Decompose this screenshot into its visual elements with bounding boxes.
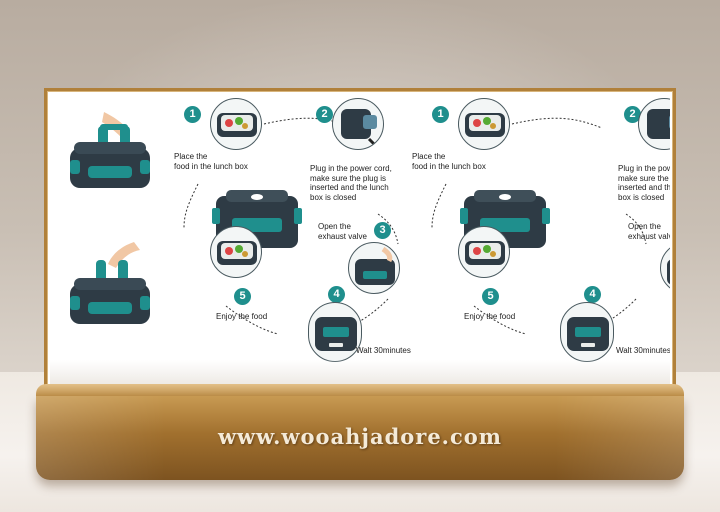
step-5-image — [210, 226, 262, 278]
step-4-caption: Walt 30minutes — [616, 346, 670, 355]
step-1-image — [458, 98, 510, 150]
lunch-box-photo-top — [64, 112, 154, 202]
step-2-caption: Plug in the power cord, make sure the pl… — [310, 164, 392, 202]
step-2-caption: Plug in the power cord, make sure the pl… — [618, 164, 670, 202]
gold-base-shine — [36, 396, 684, 480]
dotted-cycle-arrows — [183, 117, 399, 335]
instruction-diagram-left: 1 Place the food in the lunch box 2 Plug… — [158, 94, 468, 388]
step-4-badge: 4 — [584, 286, 601, 303]
instruction-panel: 1 Place the food in the lunch box 2 Plug… — [50, 94, 670, 388]
step-1-image — [210, 98, 262, 150]
step-4-image — [308, 302, 362, 362]
step-5-caption: Enjoy the food — [216, 312, 268, 321]
gold-base-rim — [36, 384, 684, 398]
instruction-diagram-right: 1 Place the food in the lunch box 2 Plug… — [406, 94, 670, 388]
step-1-badge: 1 — [432, 106, 449, 123]
step-1-badge: 1 — [184, 106, 201, 123]
step-4-badge: 4 — [328, 286, 345, 303]
step-5-badge: 5 — [482, 288, 499, 305]
gold-base — [36, 396, 684, 480]
step-2-badge: 2 — [624, 106, 641, 123]
step-3-badge: 3 — [374, 222, 391, 239]
website-url: www.wooahjadore.com — [217, 424, 503, 449]
step-1-caption: Place the food in the lunch box — [412, 152, 486, 171]
step-2-badge: 2 — [316, 106, 333, 123]
step-3-caption: Open the exhaust valve — [318, 222, 367, 241]
step-4-caption: Walt 30minutes — [356, 346, 411, 355]
step-5-badge: 5 — [234, 288, 251, 305]
step-2-image — [332, 98, 384, 150]
step-5-caption: Enjoy the food — [464, 312, 516, 321]
step-5-image — [458, 226, 510, 278]
lunch-box-photo-bottom — [64, 242, 154, 337]
glass-reflection — [50, 360, 670, 388]
step-3-caption: Open the exhaust valve — [628, 222, 670, 241]
dotted-cycle-arrows — [431, 117, 647, 335]
step-2-image — [638, 98, 670, 150]
step-4-image — [560, 302, 614, 362]
step-1-caption: Place the food in the lunch box — [174, 152, 248, 171]
step-3-image — [348, 242, 400, 294]
